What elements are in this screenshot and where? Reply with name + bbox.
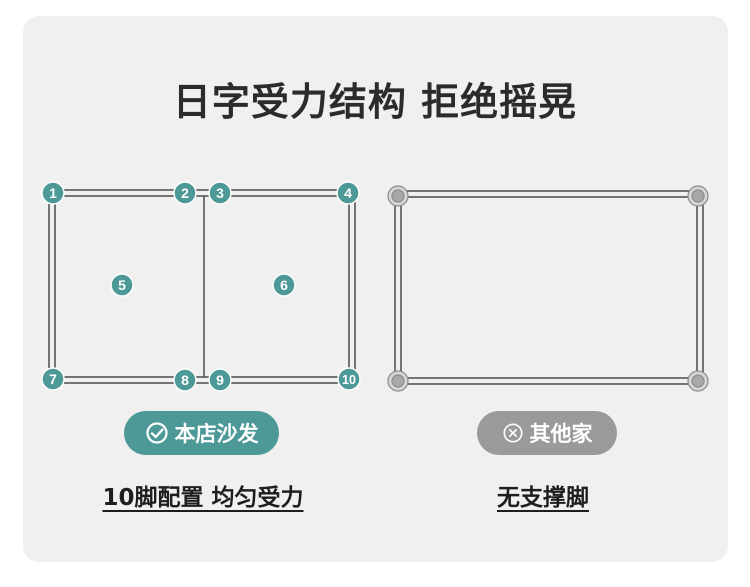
leg-markers: 1 2 3 4 5 6 7 8 — [41, 181, 361, 392]
leg-marker-9: 9 — [208, 368, 232, 392]
leg-number-9: 9 — [216, 372, 224, 388]
good-frame — [48, 189, 356, 384]
our-sofa-badge-label: 本店沙发 — [174, 422, 259, 446]
leg-number-1: 1 — [49, 185, 57, 201]
corner-joints — [387, 185, 709, 392]
leg-marker-3: 3 — [208, 181, 232, 205]
leg-marker-6: 6 — [272, 273, 296, 297]
corner-joint-bottom-right — [687, 370, 709, 392]
x-circle-icon — [502, 422, 524, 444]
our-sofa-badge: 本店沙发 — [124, 411, 279, 455]
corner-joint-bottom-left — [387, 370, 409, 392]
bad-frame — [394, 190, 704, 385]
leg-marker-4: 4 — [336, 181, 360, 205]
leg-number-6: 6 — [280, 277, 288, 293]
leg-marker-7: 7 — [41, 367, 65, 391]
corner-joint-top-left — [387, 185, 409, 207]
others-badge-label: 其他家 — [529, 422, 593, 446]
leg-number-3: 3 — [216, 185, 224, 201]
leg-marker-5: 5 — [110, 273, 134, 297]
bad-caption: 无支撑脚 — [497, 485, 589, 511]
check-circle-icon — [145, 421, 169, 445]
corner-joint-top-right — [687, 185, 709, 207]
leg-marker-2: 2 — [173, 181, 197, 205]
leg-number-4: 4 — [344, 185, 352, 201]
feature-card — [23, 16, 728, 562]
good-frame-outer — [48, 189, 356, 384]
leg-number-10: 10 — [342, 373, 356, 387]
leg-number-5: 5 — [118, 277, 126, 293]
leg-marker-8: 8 — [173, 368, 197, 392]
leg-marker-1: 1 — [41, 181, 65, 205]
good-frame-inner — [54, 195, 350, 378]
page-title: 日字受力结构 拒绝摇晃 — [172, 80, 578, 124]
leg-marker-10: 10 — [337, 367, 361, 391]
leg-number-2: 2 — [181, 185, 189, 201]
leg-number-8: 8 — [181, 372, 189, 388]
bad-frame-outer — [394, 190, 704, 385]
good-caption: 10脚配置 均匀受力 — [102, 485, 304, 511]
others-badge: 其他家 — [477, 411, 617, 455]
leg-number-7: 7 — [49, 371, 57, 387]
bad-frame-inner — [400, 196, 698, 379]
